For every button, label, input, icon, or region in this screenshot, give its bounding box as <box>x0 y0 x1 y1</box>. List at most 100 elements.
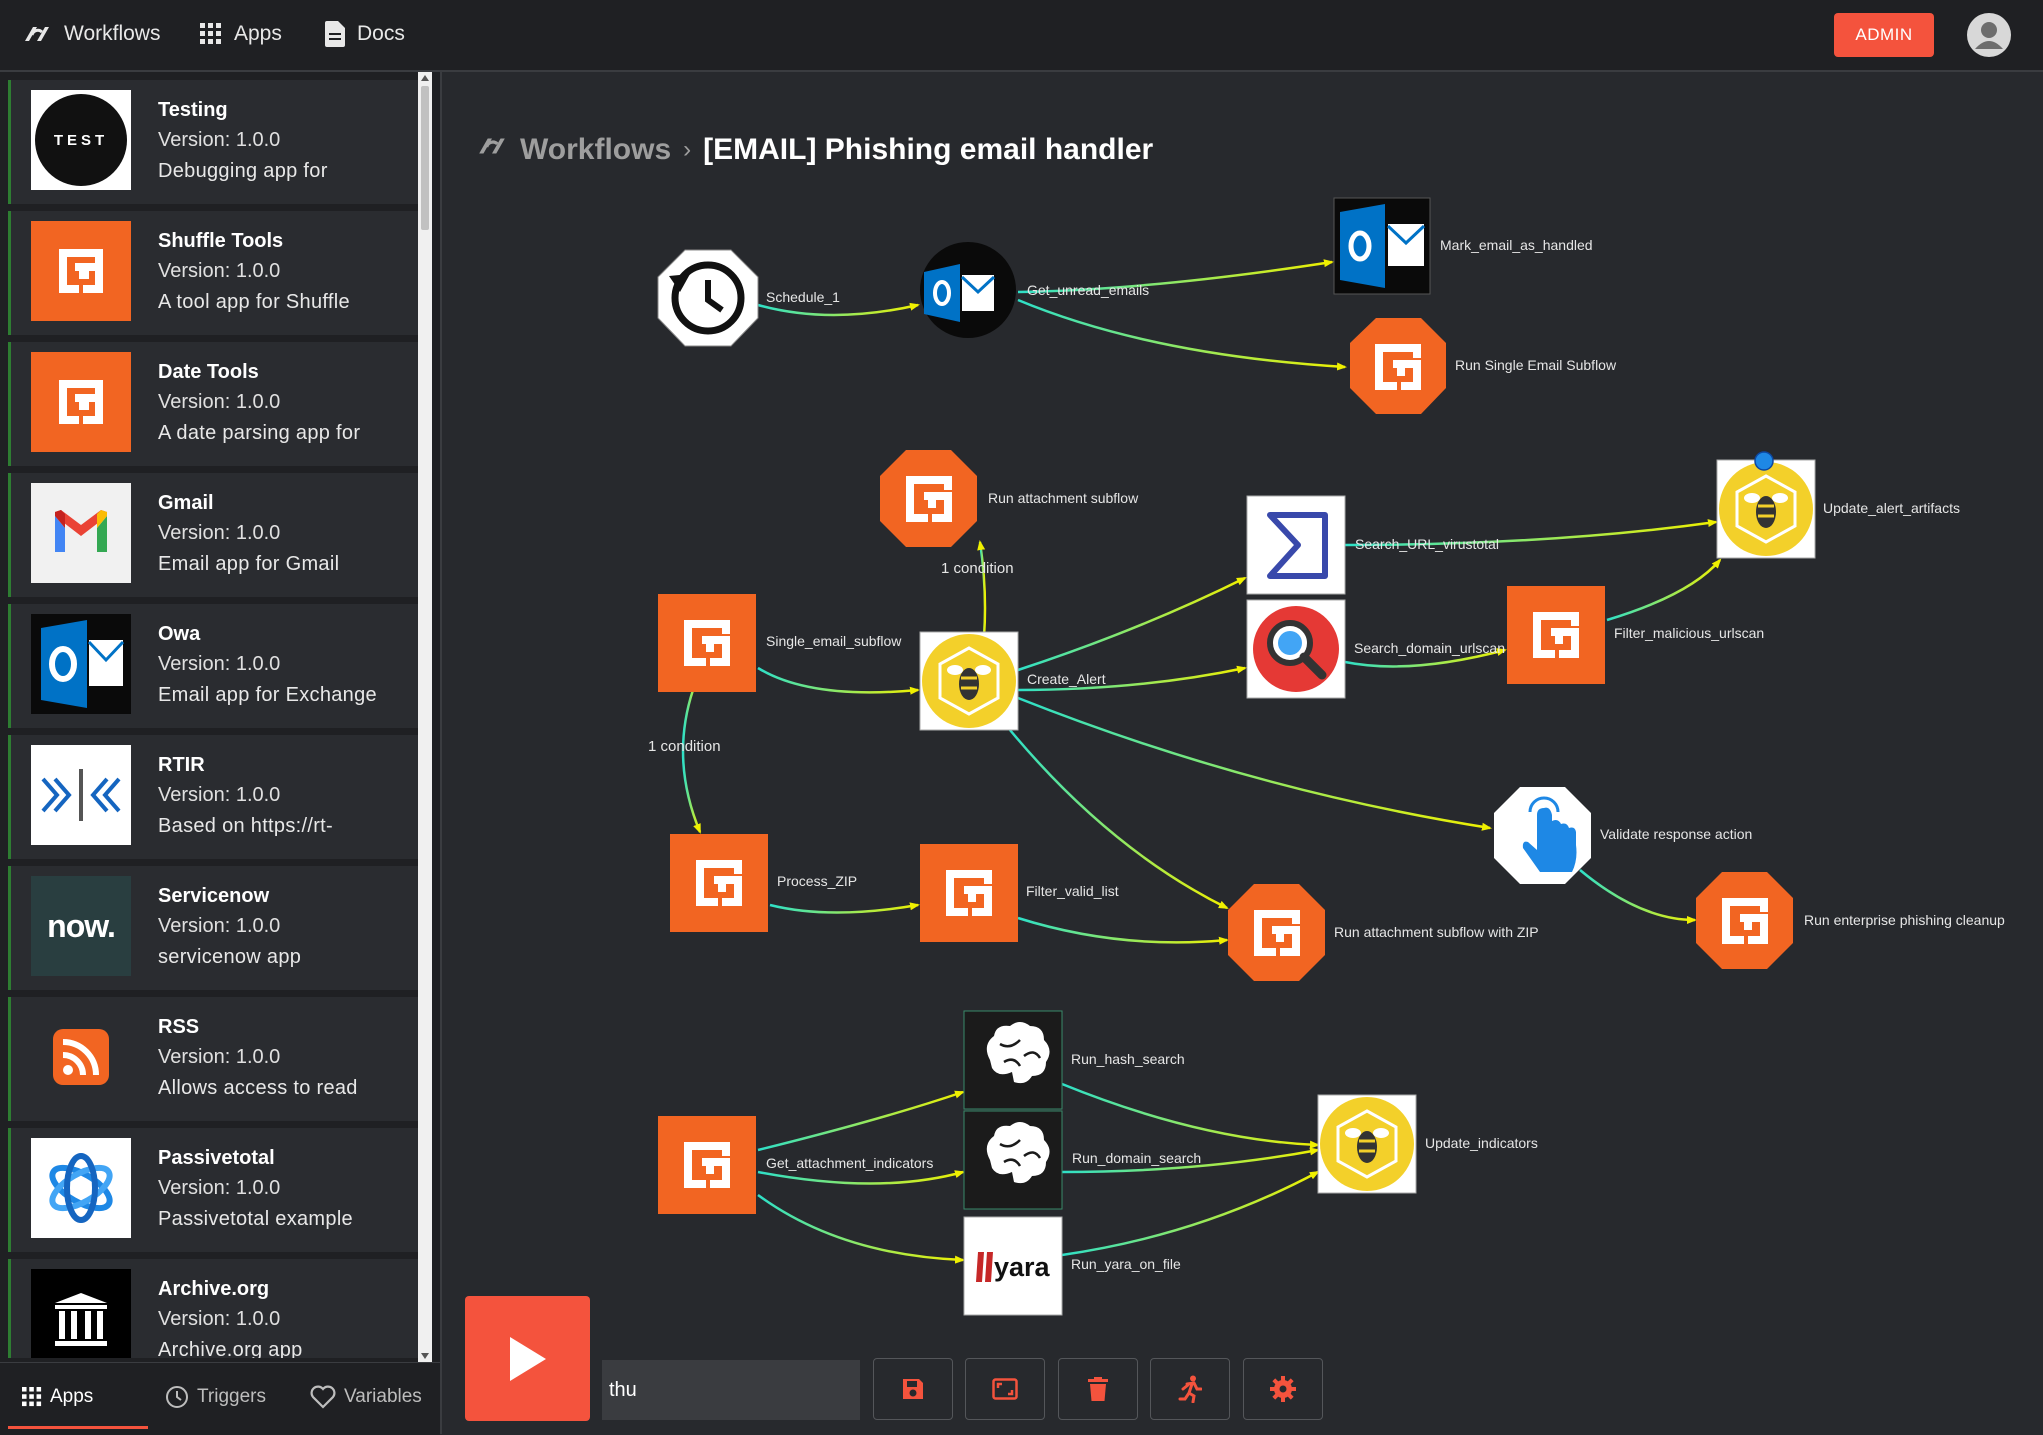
workflow-title: [EMAIL] Phishing email handler <box>703 133 1154 166</box>
node-label: Process_ZIP <box>777 873 858 889</box>
edge <box>757 1170 965 1185</box>
document-icon <box>325 21 345 47</box>
node-label: Run_yara_on_file <box>1071 1256 1181 1272</box>
tab-variables[interactable]: Variables <box>310 1363 422 1431</box>
edge-condition-label[interactable]: 1 condition <box>941 560 1014 577</box>
app-description: Passivetotal example <box>158 1208 353 1230</box>
node-label: Schedule_1 <box>766 289 840 305</box>
save-button[interactable] <box>873 1358 953 1420</box>
node-update-indicators[interactable] <box>1317 1094 1417 1194</box>
edge <box>1017 916 1229 945</box>
node-single-email-subflow[interactable] <box>658 594 756 692</box>
edge <box>1017 696 1492 831</box>
node-process-zip[interactable] <box>670 834 768 932</box>
edge <box>769 902 920 914</box>
nav-apps-label: Apps <box>234 22 282 45</box>
tab-triggers[interactable]: Triggers <box>165 1363 266 1431</box>
node-create-alert[interactable] <box>919 631 1019 731</box>
app-card-rss[interactable]: RSS Version: 1.0.0 Allows access to read <box>8 997 418 1121</box>
delete-button[interactable] <box>1058 1358 1138 1420</box>
node-label: Run_hash_search <box>1071 1051 1185 1067</box>
edge-condition-label[interactable]: 1 condition <box>648 738 721 755</box>
app-card-date-tools[interactable]: Date Tools Version: 1.0.0 A date parsing… <box>8 342 418 466</box>
user-avatar-icon[interactable] <box>1967 13 2011 57</box>
node-search-domain-urlscan[interactable] <box>1246 599 1346 699</box>
servicenow-icon: now. <box>31 876 131 976</box>
rss-icon <box>31 1007 131 1107</box>
app-sidebar: TEST Testing Version: 1.0.0 Debugging ap… <box>0 72 440 1434</box>
app-list: TEST Testing Version: 1.0.0 Debugging ap… <box>8 80 418 1358</box>
app-version: Version: 1.0.0 <box>158 391 281 413</box>
app-name: Owa <box>158 623 201 645</box>
node-search-url-virustotal[interactable] <box>1246 495 1346 595</box>
nav-docs[interactable]: Docs <box>325 0 405 68</box>
fit-view-button[interactable] <box>965 1358 1045 1420</box>
nav-apps[interactable]: Apps <box>200 0 282 68</box>
breadcrumb-separator: › <box>683 136 692 163</box>
top-bar: Workflows Apps Docs ADMIN <box>0 0 2043 72</box>
node-label: Filter_malicious_urlscan <box>1614 625 1765 641</box>
node-schedule[interactable] <box>657 249 759 347</box>
servicenow-icon-text: now. <box>47 907 116 944</box>
grid-icon <box>200 23 222 45</box>
node-mark-email-handled[interactable] <box>1333 197 1431 295</box>
app-name: Archive.org <box>158 1278 270 1300</box>
tab-variables-label: Variables <box>344 1386 422 1407</box>
app-description: A tool app for Shuffle <box>158 291 350 313</box>
node-label: Run_domain_search <box>1072 1150 1202 1166</box>
app-card-passivetotal[interactable]: Passivetotal Version: 1.0.0 Passivetotal… <box>8 1128 418 1252</box>
node-run-hash-search[interactable] <box>963 1010 1063 1110</box>
node-label: Filter_valid_list <box>1026 883 1119 899</box>
app-card-servicenow[interactable]: now. Servicenow Version: 1.0.0 serviceno… <box>8 866 418 990</box>
sidebar-scrollbar[interactable] <box>418 72 432 1362</box>
app-card-archive-org[interactable]: Archive.org Version: 1.0.0 Archive.org a… <box>8 1259 418 1358</box>
tab-apps[interactable]: Apps <box>22 1363 93 1431</box>
app-description: Debugging app for <box>158 160 328 182</box>
app-card-owa[interactable]: Owa Version: 1.0.0 Email app for Exchang… <box>8 604 418 728</box>
edge <box>757 666 920 695</box>
executions-button[interactable] <box>1150 1358 1230 1420</box>
admin-button[interactable]: ADMIN <box>1834 13 1934 57</box>
node-run-single-email-subflow[interactable] <box>1350 318 1446 414</box>
edge <box>757 1090 965 1152</box>
node-get-unread-emails[interactable] <box>920 242 1016 338</box>
app-description: Based on https://rt- <box>158 815 333 837</box>
node-validate-response-action[interactable] <box>1494 787 1591 884</box>
node-label: Mark_email_as_handled <box>1440 237 1593 253</box>
app-description: Allows access to read <box>158 1077 358 1099</box>
node-run-attachment-subflow[interactable] <box>880 450 977 547</box>
play-icon <box>509 1336 546 1381</box>
app-name: RSS <box>158 1016 200 1038</box>
breadcrumb-workflows-link[interactable]: Workflows <box>520 133 672 166</box>
app-version: Version: 1.0.0 <box>158 653 281 675</box>
nav-workflows[interactable]: Workflows <box>22 0 160 68</box>
app-card-gmail[interactable]: Gmail Version: 1.0.0 Email app for Gmail <box>8 473 418 597</box>
yara-icon-text: yara <box>994 1252 1051 1282</box>
node-filter-valid-list[interactable] <box>920 844 1018 942</box>
execution-argument-input[interactable] <box>602 1360 860 1420</box>
node-filter-malicious-urlscan[interactable] <box>1507 586 1605 684</box>
app-card-rtir[interactable]: RTIR Version: 1.0.0 Based on https://rt- <box>8 735 418 859</box>
settings-button[interactable] <box>1243 1358 1323 1420</box>
node-get-attachment-indicators[interactable] <box>658 1116 756 1214</box>
execute-workflow-button[interactable] <box>465 1296 590 1421</box>
app-name: Servicenow <box>158 885 270 907</box>
node-run-domain-search[interactable] <box>963 1110 1063 1210</box>
app-version: Version: 1.0.0 <box>158 784 281 806</box>
archive-icon <box>31 1269 131 1358</box>
sidebar-scroll-thumb[interactable] <box>421 86 429 230</box>
node-run-attachment-subflow-zip[interactable] <box>1228 884 1325 981</box>
node-run-enterprise-phishing-cleanup[interactable] <box>1696 872 1793 969</box>
node-update-alert-artifacts[interactable] <box>1716 451 1816 559</box>
node-label: Run Single Email Subflow <box>1455 357 1617 373</box>
app-card-shuffle-tools[interactable]: Shuffle Tools Version: 1.0.0 A tool app … <box>8 211 418 335</box>
node-label: Single_email_subflow <box>766 633 902 649</box>
edge <box>1061 1170 1320 1257</box>
node-run-yara-on-file[interactable]: yara <box>963 1216 1063 1316</box>
breadcrumb: Workflows › [EMAIL] Phishing email handl… <box>476 128 1153 172</box>
app-version: Version: 1.0.0 <box>158 1046 281 1068</box>
app-card-testing[interactable]: TEST Testing Version: 1.0.0 Debugging ap… <box>8 80 418 204</box>
heart-icon <box>310 1385 336 1409</box>
app-version: Version: 1.0.0 <box>158 260 281 282</box>
grid-icon <box>22 1387 42 1407</box>
